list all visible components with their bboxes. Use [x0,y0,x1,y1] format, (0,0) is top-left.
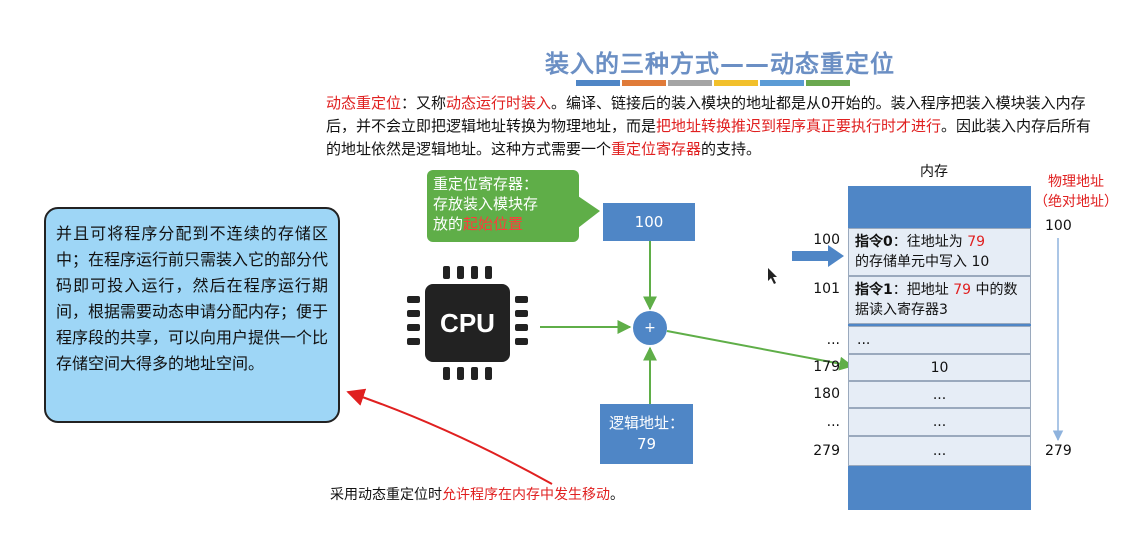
address-label-gap: ... [826,332,840,348]
register-callout-pointer [578,196,600,228]
address-label-179: 179 [813,359,840,375]
register-callout-line-1: 重定位寄存器： [433,175,539,193]
memory-cell-gap: ... [848,326,1031,354]
title-color-bar-4 [714,80,758,86]
cpu-chip-icon: CPU [405,262,541,384]
mouse-cursor-icon [768,268,777,284]
address-label-101: 101 [813,281,840,297]
intro-text-1: ：又称 [401,94,447,112]
relocation-register-box: 100 [603,203,695,241]
address-label-180: 180 [813,386,840,402]
logical-address-label: 逻辑地址： [608,414,684,432]
register-callout: 重定位寄存器： 存放装入模块存 放的起始位置 [427,170,579,242]
intro-alias: 动态运行时装入 [446,94,552,112]
register-callout-highlight: 起始位置 [463,215,524,233]
memory-cell-179: 10 [848,354,1031,381]
intro-text-4: 的支持。 [701,140,762,158]
physical-address-start: 100 [1045,218,1072,234]
title-color-bar-1 [576,80,620,86]
intro-text-2: 。编译、链接后的装入模块的地址都是从0开始的。装入程序把装入模块装入内存后，并不… [326,94,1086,135]
address-label-279: 279 [813,443,840,459]
physical-address-label: 物理地址 （绝对地址） [1034,174,1118,210]
physical-address-end: 279 [1045,443,1072,459]
address-label-gap-2: ... [826,414,840,430]
logical-address-box: 逻辑地址： 79 [600,404,693,464]
title-color-bar-2 [622,80,666,86]
memory-cell-279: ... [848,436,1031,466]
title-color-bar-3 [668,80,712,86]
cpu-label: CPU [440,307,495,338]
footnote-highlight: 允许程序在内存中发生移动 [442,487,610,503]
register-callout-line-2: 存放装入模块存 [433,195,539,213]
intro-term: 动态重定位 [326,94,402,112]
memory-cell-gap-2: ... [848,408,1031,436]
memory-cell-180: ... [848,381,1031,408]
adder-circle: + [633,311,667,345]
intro-highlight: 把地址转换推迟到程序真正要执行时才进行 [656,117,942,135]
title-color-bar-5 [760,80,804,86]
intro-register-term: 重定位寄存器 [611,140,702,158]
address-label-100: 100 [813,232,840,248]
logical-address-value: 79 [636,435,657,453]
register-callout-line-3: 放的起始位置 [433,215,524,233]
title-color-bar-6 [806,80,850,86]
adder-to-memory-line [666,330,854,371]
explanation-callout: 并且可将程序分配到不连续的存储区中；在程序运行前只需装入它的部分代码即可投入运行… [44,207,340,423]
intro-text-3: 。因此装入内存后所有的地址依然是逻辑地址。这种方式需要一个 [326,117,1092,158]
footnote: 采用动态重定位时允许程序在内存中发生移动。 [330,487,624,503]
red-annotation-arrow [346,388,553,485]
page-title: 装入的三种方式——动态重定位 [545,50,895,78]
memory-cell-instruction-1: 指令1：把地址 79 中的数据读入寄存器3 [848,276,1031,324]
intro-paragraph: 动态重定位：又称动态运行时装入。编译、链接后的装入模块的地址都是从0开始的。装入… [326,92,1106,161]
memory-label: 内存 [920,164,948,180]
pc-pointer-arrow [792,245,844,267]
